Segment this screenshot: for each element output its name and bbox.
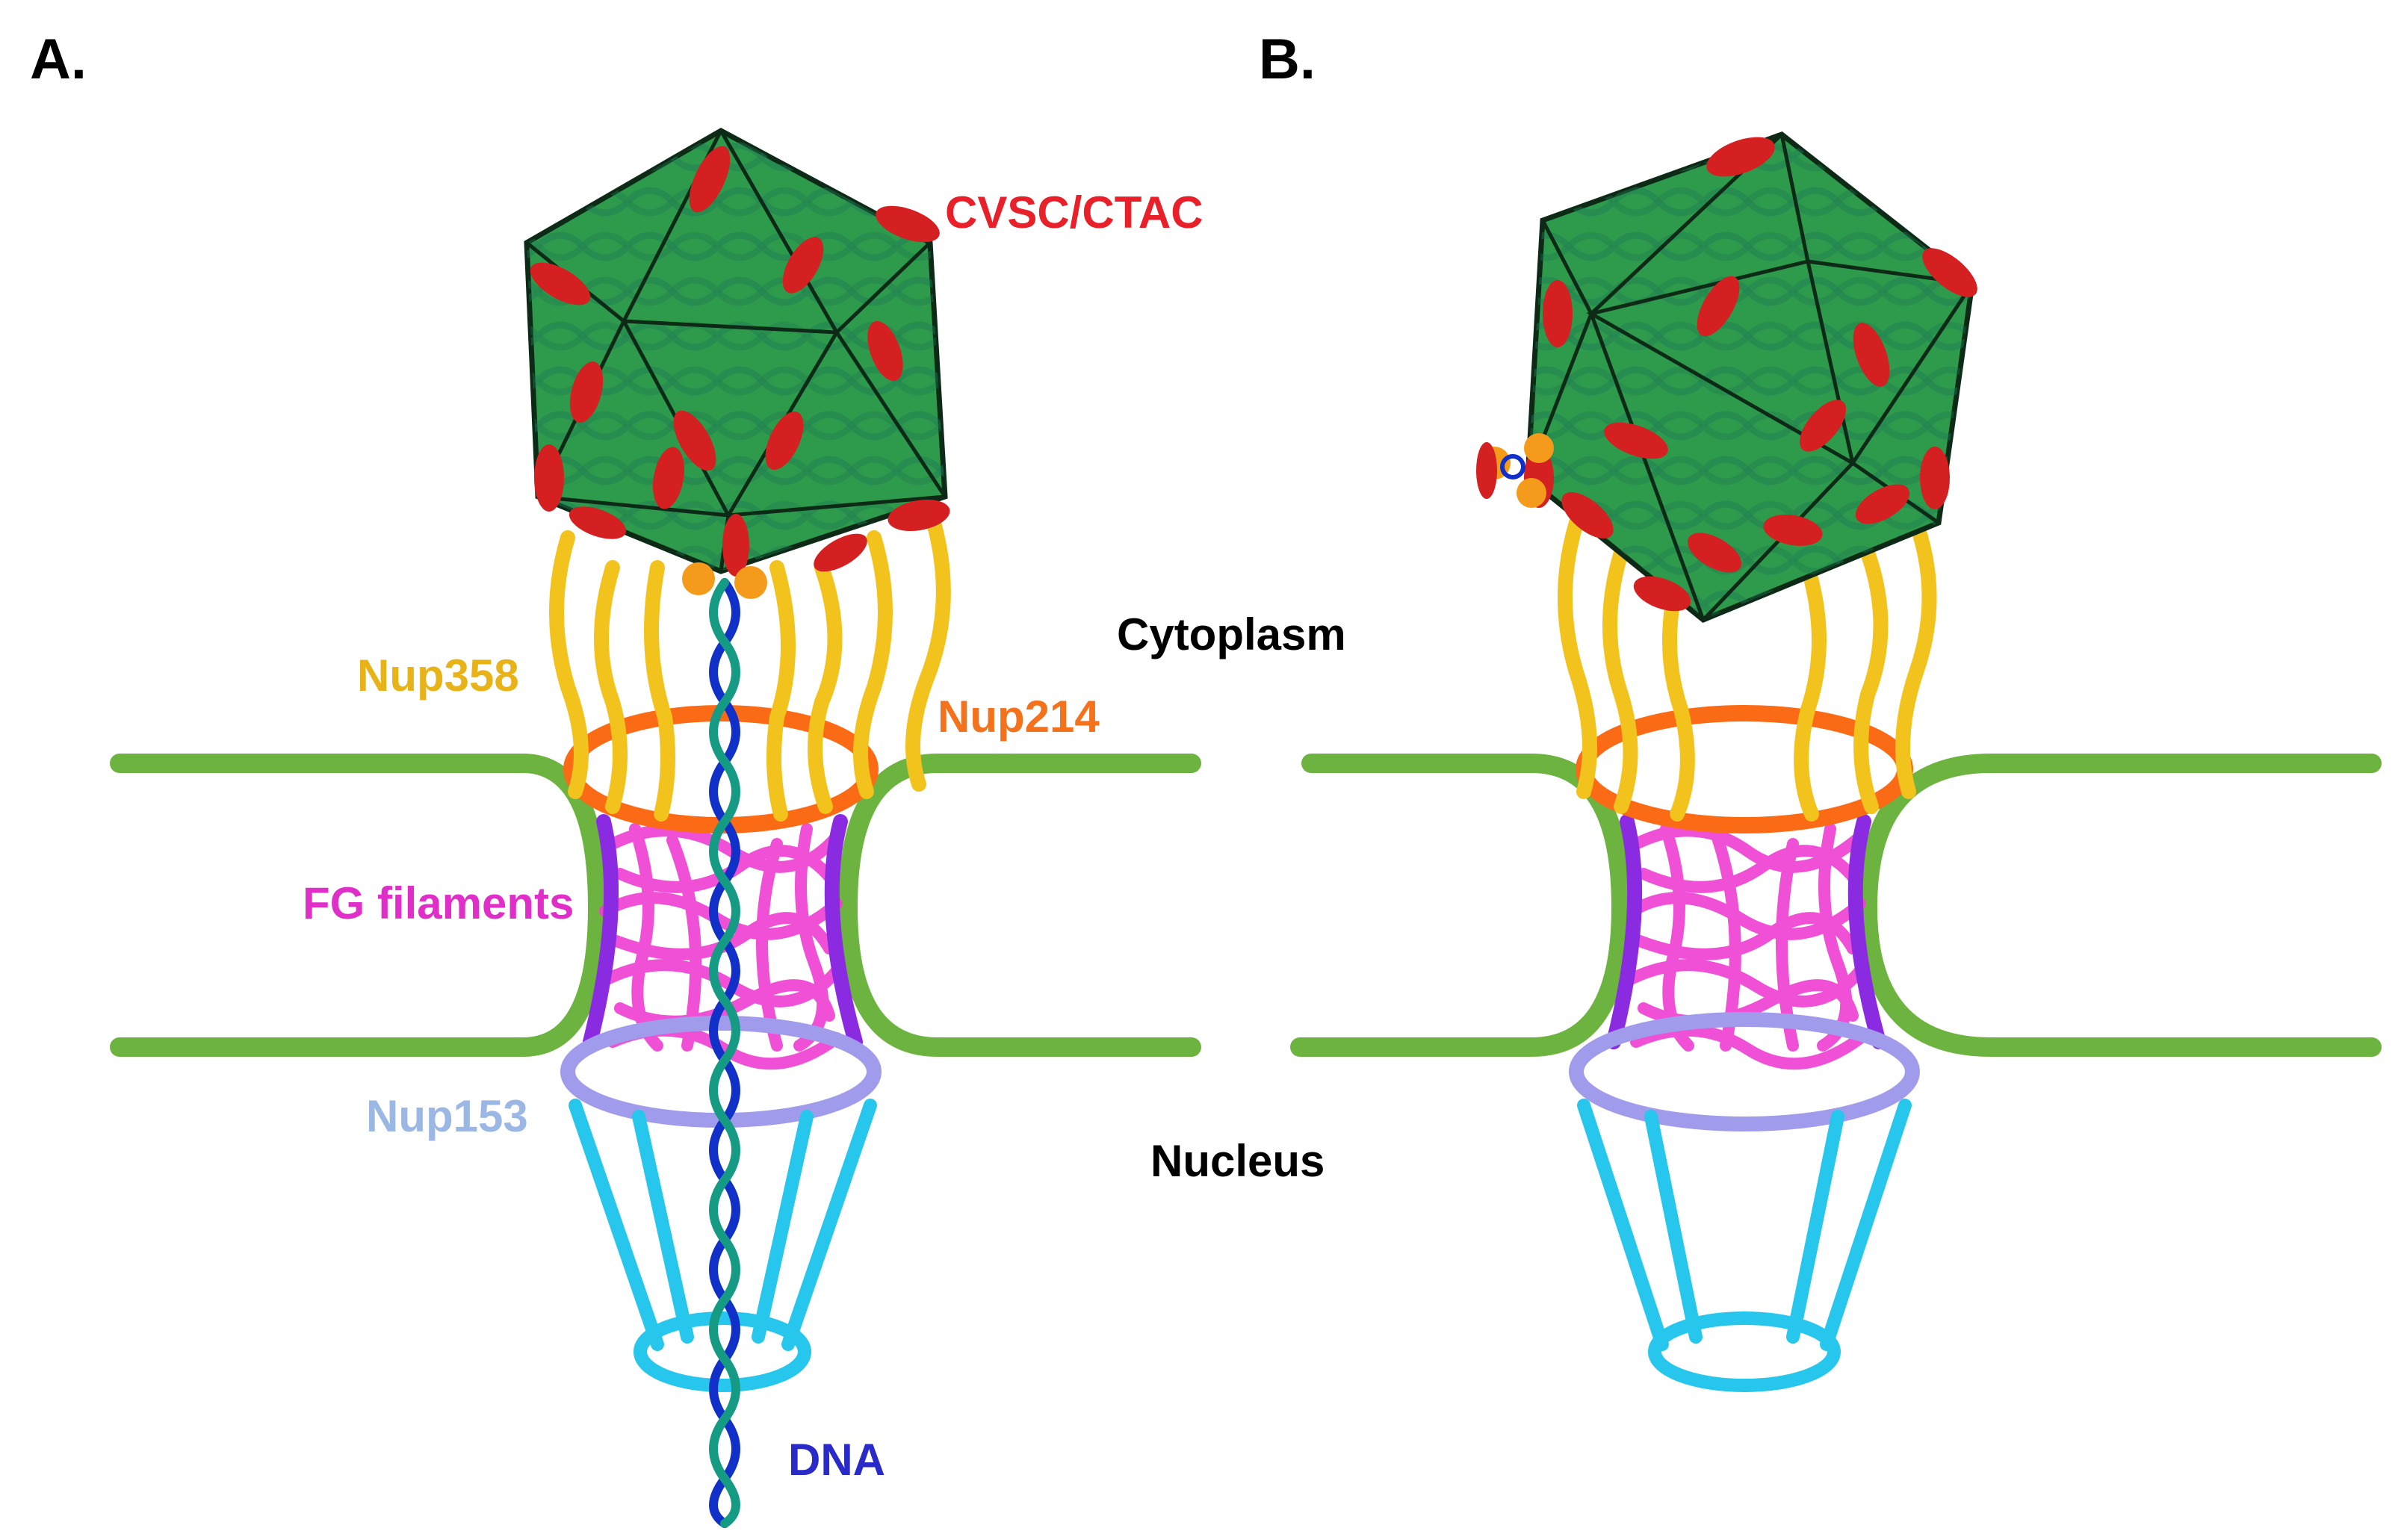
panel-b bbox=[1290, 131, 2382, 1392]
capsid-portal-b bbox=[1476, 433, 1554, 508]
nuclear-basket-b bbox=[1577, 1099, 1912, 1392]
label-nup214-a: Nup214 bbox=[938, 692, 1100, 742]
cvsc-ovals-a bbox=[530, 146, 950, 577]
nup153-ring-b bbox=[1569, 1012, 1920, 1131]
panel-a: CVSC/CTAC Nup358 Nup214 FG filaments Nup… bbox=[110, 127, 1204, 1528]
capsid-b bbox=[1476, 131, 1977, 624]
label-fg-filaments-a: FG filaments bbox=[303, 878, 574, 928]
label-cvsc-ctac: CVSC/CTAC bbox=[945, 187, 1204, 237]
fg-walls-a bbox=[583, 814, 863, 1049]
dna-strand bbox=[709, 578, 740, 1528]
cvsc-ovals-b bbox=[1524, 137, 1977, 612]
nuclear-envelope-b bbox=[1290, 754, 2382, 1057]
capsid-a bbox=[524, 127, 950, 599]
panel-label-a: A. bbox=[30, 28, 87, 91]
nup358-filaments-a bbox=[549, 515, 951, 822]
nup358-filaments-b bbox=[1558, 515, 1937, 822]
capsid-portal-a bbox=[682, 562, 767, 599]
label-nup358-a: Nup358 bbox=[357, 651, 519, 701]
nuclear-basket-a bbox=[569, 1099, 877, 1392]
label-dna: DNA bbox=[788, 1435, 885, 1485]
label-cytoplasm: Cytoplasm bbox=[1117, 609, 1346, 659]
nuclear-envelope-a bbox=[110, 754, 1201, 1057]
fg-walls-b bbox=[1606, 814, 1886, 1049]
label-nup153-a: Nup153 bbox=[366, 1091, 528, 1141]
panel-label-b: B. bbox=[1259, 28, 1316, 91]
label-nucleus: Nucleus bbox=[1150, 1136, 1325, 1186]
